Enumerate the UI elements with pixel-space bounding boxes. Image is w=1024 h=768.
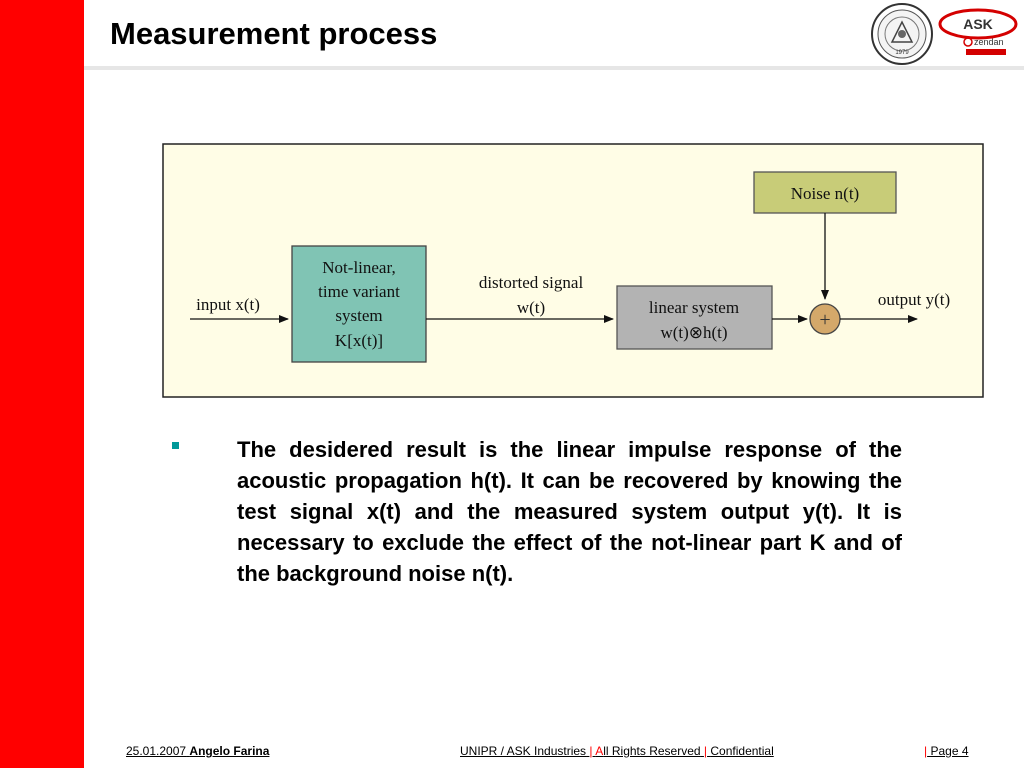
ask-logo-text: ASK [963, 16, 993, 32]
linear-line-1: linear system [649, 298, 739, 317]
footer-author: Angelo Farina [189, 744, 270, 758]
linear-line-2: w(t)⊗h(t) [660, 323, 727, 342]
nonlinear-line-4: K[x(t)] [335, 331, 383, 350]
title-divider [84, 66, 1024, 70]
footer-center: UNIPR / ASK Industries | All Rights Rese… [460, 744, 774, 758]
noise-label: Noise n(t) [791, 184, 859, 203]
ask-zendan-logo: ASK zendan [938, 8, 1018, 55]
zendan-logo-text: zendan [974, 37, 1004, 47]
output-label: output y(t) [878, 290, 950, 309]
footer-page: | Page 4 [924, 744, 969, 758]
footer-confidential: Confidential [710, 744, 774, 758]
measurement-block-diagram: input x(t) Not-linear, time variant syst… [162, 143, 984, 398]
sum-symbol: + [819, 309, 830, 331]
nonlinear-line-2: time variant [318, 282, 400, 301]
bullet-square-icon [172, 442, 179, 449]
linear-system-block [616, 285, 773, 350]
nonlinear-line-3: system [335, 306, 382, 325]
footer-rights-initial: A [595, 744, 604, 758]
footer-page-number: Page 4 [930, 744, 969, 758]
slide-title: Measurement process [110, 16, 438, 51]
side-red-bar [0, 0, 84, 768]
footer-separator-1: | [589, 744, 593, 758]
footer-page-separator: | [924, 744, 928, 758]
nonlinear-line-1: Not-linear, [322, 258, 395, 277]
footer-date: 25.01.2007 [126, 744, 187, 758]
distorted-signal-symbol: w(t) [517, 298, 545, 317]
distorted-signal-label: distorted signal [479, 273, 584, 292]
footer-separator-2: | [703, 744, 708, 758]
footer-date-author: 25.01.2007 Angelo Farina [126, 744, 269, 758]
university-seal-logo: 1979 [871, 3, 933, 65]
input-label: input x(t) [196, 295, 260, 314]
seal-year-text: 1979 [895, 50, 909, 56]
footer-org: UNIPR / ASK Industries [460, 744, 587, 758]
footer-rights: ll Rights Reserved [603, 744, 701, 758]
nonlinear-system-block [291, 245, 427, 363]
bullet-text: The desidered result is the linear impul… [237, 437, 902, 586]
